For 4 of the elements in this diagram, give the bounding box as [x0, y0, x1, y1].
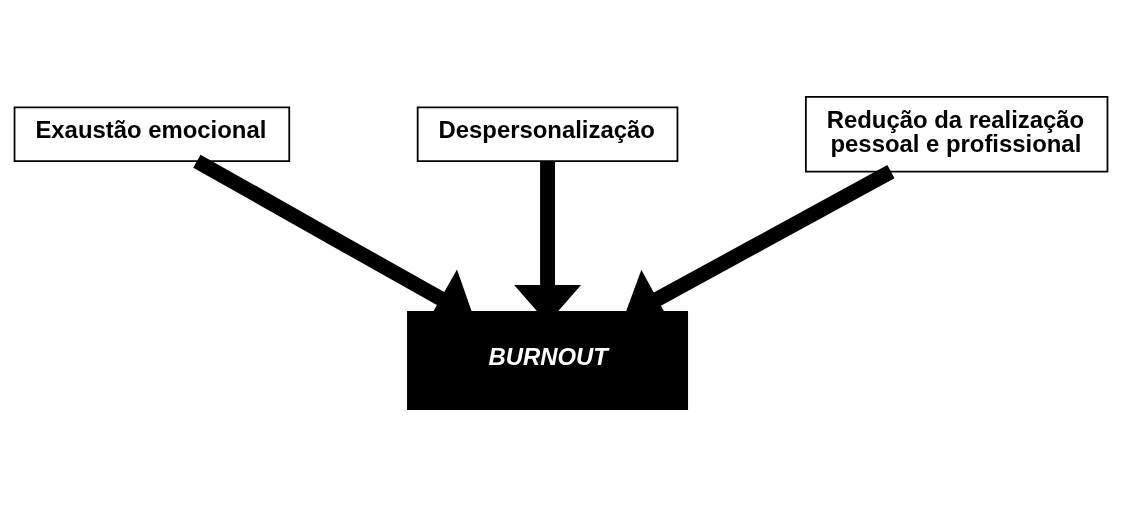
node-box: Exaustão emocional	[13, 106, 291, 163]
node-box: Despersonalização	[416, 106, 679, 163]
node-box: Redução da realização pessoal e profissional	[804, 96, 1109, 173]
node-box: BURNOUT	[407, 311, 689, 410]
